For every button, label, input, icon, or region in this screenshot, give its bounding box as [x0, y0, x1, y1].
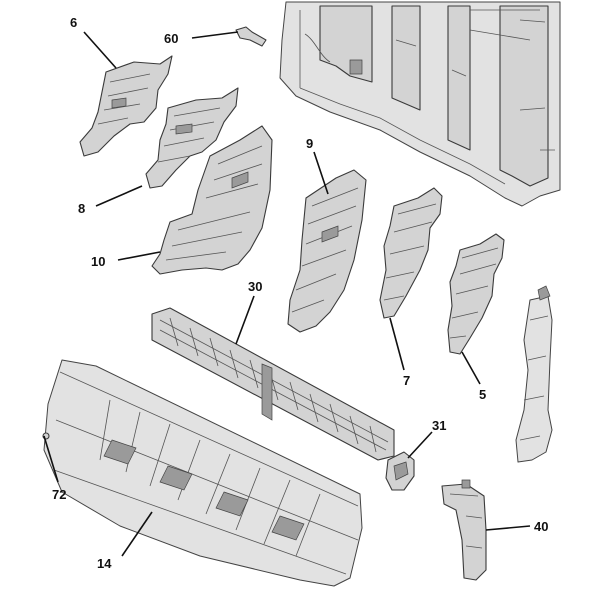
leader-30 [235, 295, 255, 345]
callout-14: 14 [97, 556, 112, 571]
callout-40: 40 [534, 519, 548, 534]
front-end-carrier [279, 1, 561, 207]
callout-10: 10 [91, 254, 105, 269]
part-5-deflector [447, 233, 505, 355]
leader-31 [407, 431, 433, 459]
part-40-bracket [441, 479, 487, 581]
callout-7: 7 [403, 373, 410, 388]
callout-6: 6 [70, 15, 77, 30]
leader-14 [121, 511, 153, 557]
part-6-deflector [79, 55, 173, 157]
callout-8: 8 [78, 201, 85, 216]
part-8-deflector [145, 87, 239, 189]
callout-31: 31 [432, 418, 446, 433]
leader-7 [389, 317, 405, 371]
part-14-lower-grille [43, 359, 363, 587]
leader-lines [43, 31, 531, 557]
callout-30: 30 [248, 279, 262, 294]
callout-5: 5 [479, 387, 486, 402]
part-30-shutter [151, 307, 395, 461]
callout-60: 60 [164, 31, 178, 46]
leader-60 [191, 31, 239, 39]
part-7-deflector [379, 187, 443, 319]
part-31-actuator [385, 451, 415, 491]
leader-72 [43, 435, 59, 483]
leader-5 [461, 351, 481, 385]
callouts: 6 60 8 9 10 30 7 5 31 72 14 40 [52, 15, 548, 571]
callout-72: 72 [52, 487, 66, 502]
leader-6 [83, 31, 117, 69]
part-10-air-guide [151, 125, 273, 275]
leader-40 [485, 525, 531, 531]
leader-9 [313, 151, 329, 195]
leader-8 [95, 185, 143, 207]
part-60-clip [235, 26, 267, 47]
part-9-air-guide [287, 169, 367, 333]
side-bracket [515, 285, 553, 463]
leader-10 [117, 251, 161, 261]
callout-9: 9 [306, 136, 313, 151]
